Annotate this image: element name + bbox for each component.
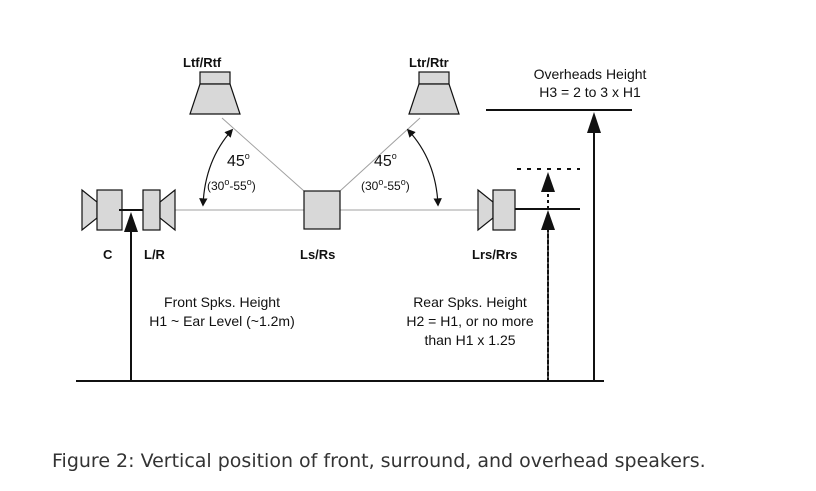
guide-line-right-diagonal xyxy=(339,117,421,192)
overhead-front-speaker-icon xyxy=(189,71,241,115)
front-height-arrowhead xyxy=(124,212,138,232)
rear-height-arrowhead xyxy=(541,210,555,230)
left-angle-number: 45 xyxy=(227,153,245,170)
right-angle-arc xyxy=(406,128,442,207)
rear-max-height-arrowhead xyxy=(541,172,555,192)
height-arrows xyxy=(124,112,601,381)
left-range-degree-2: o xyxy=(247,177,252,187)
rear-height-limit: than H1 x 1.25 xyxy=(424,332,515,348)
rear-height-title: Rear Spks. Height xyxy=(413,294,527,310)
left-angle-value: 45o xyxy=(227,151,250,170)
left-angle-degree: o xyxy=(245,151,250,161)
left-range-degree-1: o xyxy=(224,177,229,187)
surround-speaker-label: Ls/Rs xyxy=(300,247,335,262)
overhead-rear-speaker-label: Ltr/Rtr xyxy=(409,55,449,70)
rear-surround-speaker-label: Lrs/Rrs xyxy=(472,247,518,262)
center-speaker-icon xyxy=(81,188,123,232)
front-height-formula: H1 ~ Ear Level (~1.2m) xyxy=(149,313,295,329)
right-angle-value: 45o xyxy=(374,151,397,170)
figure-caption: Figure 2: Vertical position of front, su… xyxy=(52,450,706,472)
left-range-mid: -55 xyxy=(229,179,247,193)
left-angle-arc xyxy=(199,128,234,207)
rear-height-formula: H2 = H1, or no more xyxy=(406,313,533,329)
front-height-title: Front Spks. Height xyxy=(164,294,280,310)
right-range-open: (30 xyxy=(361,179,379,193)
right-range-degree-2: o xyxy=(401,177,406,187)
center-speaker-label: C xyxy=(103,247,113,262)
overheads-height-title: Overheads Height xyxy=(534,66,647,82)
right-range-degree-1: o xyxy=(378,177,383,187)
left-angle-range: (30o-55o) xyxy=(207,177,256,193)
right-angle-range: (30o-55o) xyxy=(361,177,410,193)
left-range-close: ) xyxy=(252,179,256,193)
right-range-close: ) xyxy=(406,179,410,193)
overhead-rear-speaker-icon xyxy=(408,71,460,115)
overhead-height-arrowhead xyxy=(587,112,601,133)
right-range-mid: -55 xyxy=(383,179,401,193)
front-lr-speaker-icon xyxy=(142,188,176,232)
overhead-front-speaker-label: Ltf/Rtf xyxy=(183,55,222,70)
front-lr-speaker-label: L/R xyxy=(144,247,166,262)
left-range-open: (30 xyxy=(207,179,225,193)
surround-speaker-icon xyxy=(303,190,341,230)
rear-surround-speaker-icon xyxy=(477,188,516,232)
guide-line-left-diagonal xyxy=(221,117,305,192)
overheads-height-formula: H3 = 2 to 3 x H1 xyxy=(539,84,641,100)
right-angle-degree: o xyxy=(392,151,397,161)
right-angle-number: 45 xyxy=(374,153,392,170)
